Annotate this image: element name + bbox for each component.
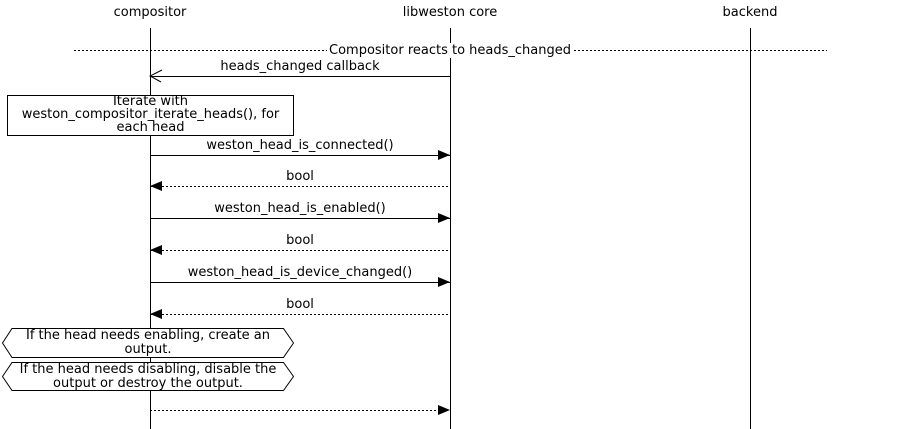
message-line [150,250,450,251]
message-line [150,186,450,187]
hnote-line: output. [124,341,172,357]
filled-arrowhead-icon [438,213,450,223]
hnote-text: If the head needs disabling, disable the… [2,362,294,390]
message-line [150,155,450,156]
hnote-line: If the head needs enabling, create an [25,328,271,343]
lifeline-backend [750,28,751,429]
note-line: each head [116,119,185,135]
hnote-line: output or destroy the output. [53,375,243,391]
filled-arrowhead-icon [150,245,162,255]
hexagon-shape [2,362,294,391]
hnote-text: If the head needs enabling, create an ou… [2,328,294,356]
filled-arrowhead-icon [438,150,450,160]
filled-arrowhead-icon [150,181,162,191]
message-label-head-is-device-changed: weston_head_is_device_changed() [187,265,413,280]
participant-label-backend: backend [722,5,778,20]
note-line: weston_compositor_iterate_heads(), for [21,106,280,122]
participant-label-libweston-core: libweston core [402,5,498,20]
message-label-heads-changed-callback: heads_changed callback [220,59,380,74]
divider-title: Compositor reacts to heads_changed [327,43,573,58]
filled-arrowhead-icon [438,277,450,287]
message-label-bool: bool [286,297,314,312]
message-label-head-is-enabled: weston_head_is_enabled() [214,201,386,216]
message-line [150,282,450,283]
hnote-line: If the head needs disabling, disable the [19,362,277,377]
message-label-bool: bool [286,233,314,248]
lifeline-compositor [150,28,151,429]
message-line [150,218,450,219]
hnote-enable-output: If the head needs enabling, create an ou… [2,328,294,358]
participant-label-compositor: compositor [113,5,187,20]
hnote-disable-output: If the head needs disabling, disable the… [2,362,294,391]
hexagon-shape [2,328,294,358]
message-line [150,410,450,411]
message-line [150,76,450,77]
message-label-bool: bool [286,169,314,184]
lifeline-libweston-core [450,28,451,429]
note-iterate-heads: Iterate with weston_compositor_iterate_h… [7,95,294,136]
message-label-head-is-connected: weston_head_is_connected() [206,138,394,153]
filled-arrowhead-icon [438,405,450,415]
open-arrowhead-icon [149,69,163,83]
filled-arrowhead-icon [150,309,162,319]
note-line: Iterate with [112,94,189,109]
message-line [150,314,450,315]
